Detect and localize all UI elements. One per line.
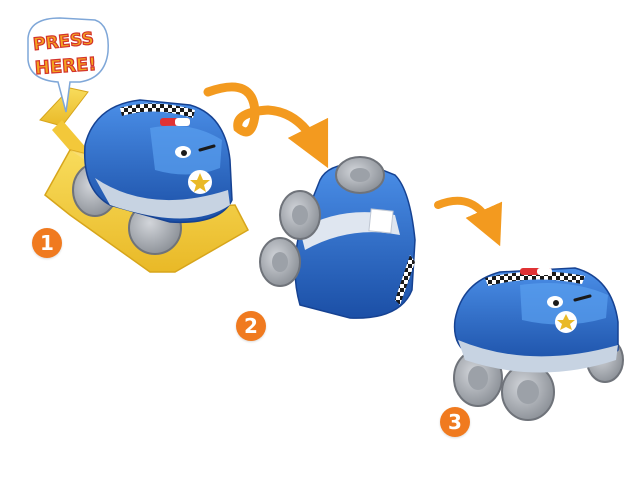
here-label: HERE! (34, 54, 97, 79)
step-2-car-part (259, 156, 416, 319)
step-number-3: 3 (440, 407, 470, 437)
step-number-1: 1 (32, 228, 62, 258)
curved-arrow-icon (203, 82, 329, 169)
step-number-2: 2 (236, 311, 266, 341)
curved-arrow-icon (434, 196, 503, 247)
step-1-car-on-ramp: PRESS HERE! (27, 17, 249, 273)
press-here-callout: PRESS HERE! (27, 17, 109, 113)
step-3-assembled-car (453, 267, 624, 421)
police-car-1 (72, 99, 233, 255)
